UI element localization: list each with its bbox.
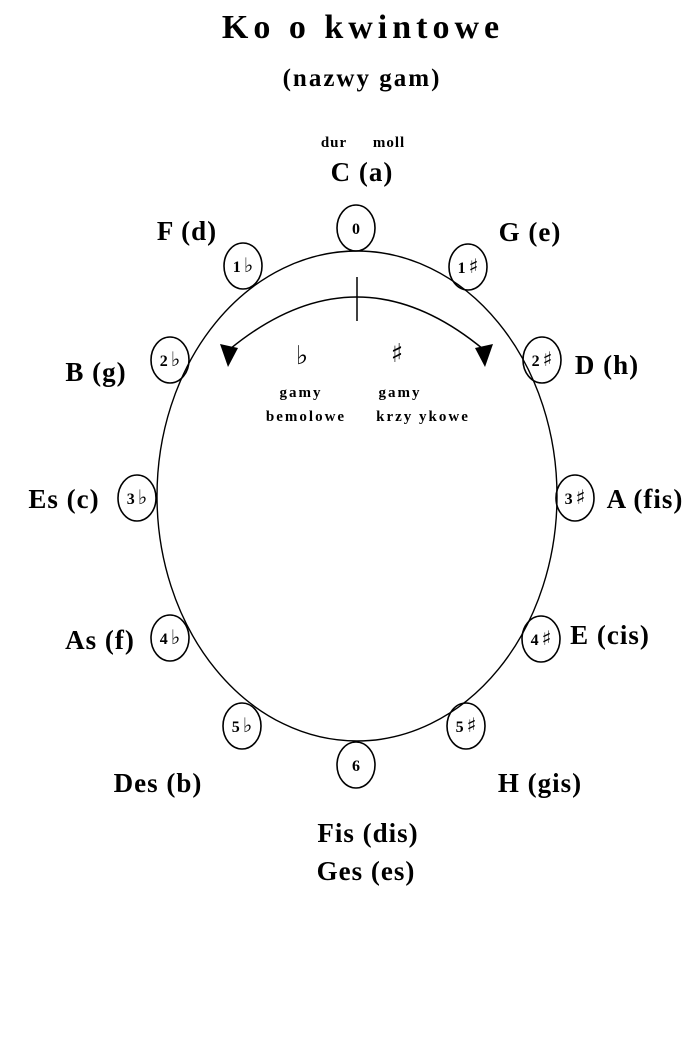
badge-label-3-sharp: 3♯	[565, 485, 586, 509]
badge-label-4-flat: 4♭	[160, 625, 180, 649]
sharp-caption-line1: gamy	[379, 385, 422, 401]
badge-label-2-sharp: 2♯	[532, 347, 553, 371]
circle-of-fifths-ring	[156, 250, 558, 742]
badge-circle-1-flat	[223, 242, 263, 290]
accidental-count-badges	[117, 204, 595, 789]
badge-circle-5-flat	[222, 702, 262, 750]
flat-caption-line2: bemolowe	[266, 409, 346, 425]
badge-circle-1-sharp	[448, 243, 488, 291]
page-title: Ko o kwintowe	[222, 9, 504, 46]
scale-label-fis: Fis (dis)	[317, 818, 418, 848]
scale-label-h: H (gis)	[498, 768, 582, 798]
arrowhead-right-icon	[475, 344, 493, 367]
badge-label-5-flat: 5♭	[232, 713, 252, 737]
badge-circle-4-flat	[150, 614, 190, 662]
page-subtitle: (nazwy gam)	[283, 65, 442, 92]
scale-label-f: F (d)	[157, 216, 217, 246]
badge-circle-5-sharp	[446, 702, 486, 750]
flat-sign-icon: ♭	[296, 341, 308, 371]
badge-circle-2-flat	[150, 336, 190, 384]
badge-label-0: 0	[352, 221, 360, 238]
badge-label-3-flat: 3♭	[127, 485, 147, 509]
scale-labels: C (a) G (e) D (h) A (fis) E (cis) H (gis…	[28, 157, 684, 886]
scale-label-es: Es (c)	[28, 484, 99, 514]
scale-label-c: C (a)	[331, 157, 394, 187]
scale-label-e: E (cis)	[570, 620, 650, 650]
scale-label-a: A (fis)	[607, 484, 684, 514]
scale-label-des: Des (b)	[114, 768, 203, 798]
badge-label-1-flat: 1♭	[233, 253, 253, 277]
badge-label-6: 6	[352, 758, 360, 775]
badge-label-5-sharp: 5♯	[456, 713, 477, 737]
badge-circle-6	[336, 741, 376, 789]
arrowhead-left-icon	[220, 344, 238, 367]
sharp-sign-icon: ♯	[391, 339, 404, 369]
badge-label-1-sharp: 1♯	[458, 254, 479, 278]
scale-label-g: G (e)	[499, 217, 562, 247]
mode-label-dur: dur	[321, 135, 347, 151]
sharp-caption-line2: krzy ykowe	[376, 409, 470, 425]
badge-circle-3-flat	[117, 474, 157, 522]
direction-arc	[220, 277, 493, 367]
scale-label-as: As (f)	[65, 625, 135, 655]
scale-label-ges: Ges (es)	[317, 856, 416, 886]
center-annotations: ♭ ♯ gamy bemolowe gamy krzy ykowe	[266, 339, 470, 425]
scale-label-b: B (g)	[65, 357, 126, 387]
badge-label-2-flat: 2♭	[160, 347, 180, 371]
mode-label-moll: moll	[373, 135, 405, 151]
badge-circle-3-sharp	[555, 474, 595, 522]
badge-label-4-sharp: 4♯	[531, 626, 552, 650]
scale-label-d: D (h)	[575, 350, 639, 380]
badge-labels: 0 1♯ 2♯ 3♯ 4♯ 5♯ 6 5♭ 4♭ 3♭ 2♭ 1♭	[127, 221, 586, 775]
badge-circle-4-sharp	[521, 615, 561, 663]
flat-caption-line1: gamy	[280, 385, 323, 401]
